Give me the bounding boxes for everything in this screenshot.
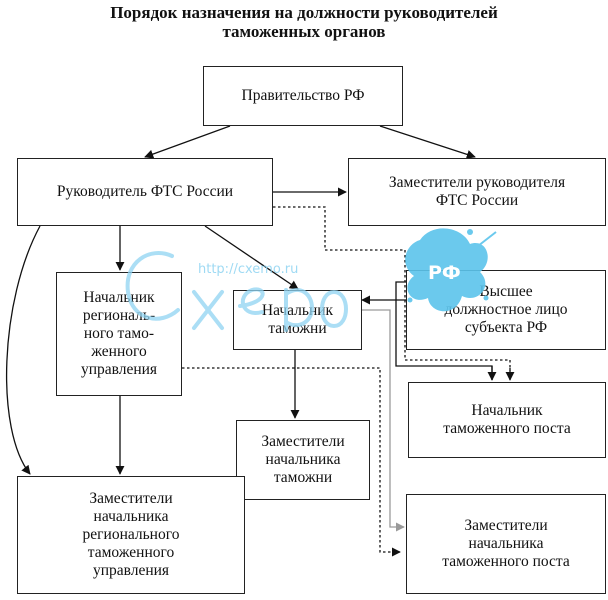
arrow-gov-to-fts-deputies xyxy=(379,125,476,159)
box-fts-deputies-line-1: Заместители руководителя xyxy=(388,174,566,191)
box-region-official-line-3: субъекта РФ xyxy=(464,319,548,336)
box-customs-head: Начальник таможни xyxy=(233,290,362,350)
box-regional-deputies-line-4: таможенного xyxy=(87,544,175,561)
box-regional-head-line-4: женного xyxy=(91,343,147,360)
box-regional-deputies: Заместители начальника регионального там… xyxy=(17,476,245,594)
box-regional-head-line-1: Начальник xyxy=(83,289,155,306)
box-customs-deputies: Заместители начальника таможни xyxy=(236,420,370,500)
box-fts-head: Руководитель ФТС России xyxy=(17,158,273,226)
box-post-deputies: Заместители начальника таможенного поста xyxy=(406,494,606,594)
arrow-fts-head-to-regional-deputies xyxy=(5,225,41,475)
watermark-url: http://cxemo.ru xyxy=(198,262,299,277)
dotted-fts-head-to-post-head xyxy=(273,206,511,380)
box-post-deputies-line-3: таможенного поста xyxy=(442,553,570,570)
box-regional-head-line-5: управления xyxy=(80,361,158,378)
box-government: Правительство РФ xyxy=(203,66,403,126)
box-customs-head-line-2: таможни xyxy=(268,320,327,337)
arrow-fts-head-to-customs-head xyxy=(204,225,299,290)
box-regional-head-line-2: региональ- xyxy=(82,307,156,324)
box-regional-deputies-line-1: Заместители xyxy=(89,490,173,507)
box-post-deputies-line-1: Заместители xyxy=(464,517,548,534)
box-post-deputies-line-2: начальника xyxy=(468,535,544,552)
box-fts-deputies-line-2: ФТС России xyxy=(435,192,519,209)
box-fts-deputies: Заместители руководителя ФТС России xyxy=(348,158,606,226)
watermark-logo-text: РФ xyxy=(428,262,461,284)
box-fts-head-label: Руководитель ФТС России xyxy=(56,183,234,200)
box-region-official-line-1: Высшее xyxy=(479,283,533,300)
diagram-title-line-1: Порядок назначения на должности руководи… xyxy=(110,3,498,22)
box-customs-deputies-line-1: Заместители xyxy=(261,433,345,450)
box-government-label: Правительство РФ xyxy=(241,87,365,104)
dotted-regional-head-to-post-deputies xyxy=(182,367,401,557)
box-regional-deputies-line-2: начальника xyxy=(93,508,169,525)
grey-customs-head-to-post-deputies xyxy=(362,309,405,532)
box-regional-head: Начальник региональ- ного тамо- женного … xyxy=(56,272,182,396)
box-regional-head-line-3: ного тамо- xyxy=(83,325,155,342)
box-post-head-line-1: Начальник xyxy=(471,402,543,419)
box-regional-deputies-line-3: регионального xyxy=(82,526,180,543)
box-regional-deputies-line-5: управления xyxy=(92,562,170,579)
box-post-head: Начальник таможенного поста xyxy=(408,382,606,458)
diagram-title-line-2: таможенных органов xyxy=(222,22,386,41)
box-customs-deputies-line-3: таможни xyxy=(273,469,333,486)
arrow-gov-to-fts-head xyxy=(144,125,231,159)
box-customs-head-line-1: Начальник xyxy=(261,302,334,319)
box-region-official-line-2: должностное лицо xyxy=(444,301,568,318)
box-post-head-line-2: таможенного поста xyxy=(443,420,571,437)
box-customs-deputies-line-2: начальника xyxy=(265,451,341,468)
